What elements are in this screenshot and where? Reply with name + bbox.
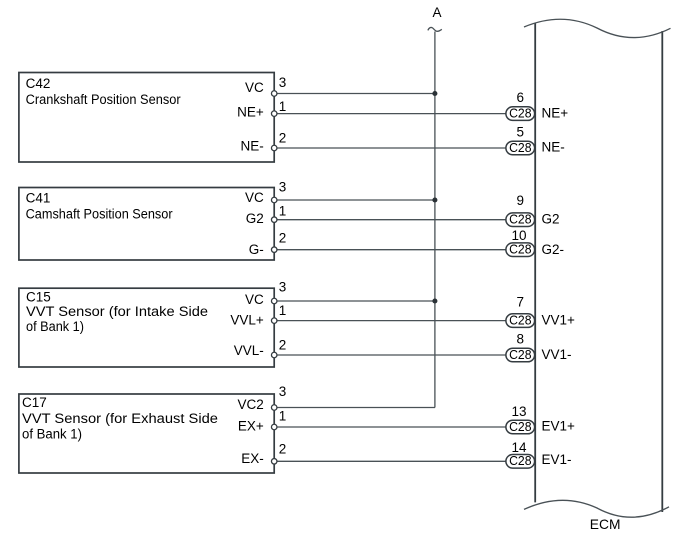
- svg-text:9: 9: [517, 193, 525, 208]
- svg-text:2: 2: [279, 442, 287, 457]
- svg-text:C28: C28: [509, 242, 531, 257]
- svg-text:NE+: NE+: [237, 105, 264, 120]
- svg-text:NE-: NE-: [241, 139, 264, 154]
- svg-text:G2: G2: [542, 212, 560, 227]
- svg-text:C41: C41: [26, 191, 51, 206]
- svg-text:VC2: VC2: [238, 397, 264, 412]
- svg-text:14: 14: [512, 440, 528, 455]
- svg-text:C15: C15: [26, 290, 51, 305]
- svg-text:VC: VC: [245, 190, 264, 205]
- svg-text:VV1-: VV1-: [542, 347, 572, 362]
- svg-text:C28: C28: [509, 347, 531, 362]
- svg-text:C17: C17: [22, 395, 47, 410]
- svg-text:C42: C42: [26, 76, 51, 91]
- svg-text:13: 13: [512, 404, 527, 419]
- svg-text:EX+: EX+: [238, 419, 264, 434]
- svg-text:2: 2: [279, 131, 287, 146]
- svg-text:NE-: NE-: [542, 140, 565, 155]
- svg-text:1: 1: [279, 409, 287, 424]
- svg-text:C28: C28: [509, 419, 531, 434]
- svg-text:C28: C28: [509, 212, 531, 227]
- svg-text:Camshaft Position Sensor: Camshaft Position Sensor: [26, 207, 173, 222]
- svg-text:G-: G-: [249, 242, 264, 257]
- svg-text:2: 2: [279, 231, 287, 246]
- svg-text:5: 5: [517, 125, 525, 140]
- svg-text:G2-: G2-: [542, 242, 565, 257]
- svg-text:Crankshaft Position Sensor: Crankshaft Position Sensor: [26, 92, 181, 107]
- svg-text:NE+: NE+: [542, 106, 569, 121]
- svg-text:EV1+: EV1+: [542, 419, 576, 434]
- svg-text:VVL+: VVL+: [230, 313, 264, 328]
- svg-text:7: 7: [517, 295, 525, 310]
- svg-text:VC: VC: [245, 292, 264, 307]
- svg-text:A: A: [433, 5, 442, 20]
- svg-text:of Bank 1): of Bank 1): [26, 319, 84, 334]
- svg-text:3: 3: [279, 179, 287, 194]
- svg-text:VVL-: VVL-: [234, 343, 264, 358]
- svg-text:2: 2: [279, 338, 287, 353]
- svg-text:VVT Sensor (for Exhaust Side: VVT Sensor (for Exhaust Side: [22, 411, 218, 426]
- svg-text:VV1+: VV1+: [542, 313, 576, 328]
- svg-text:10: 10: [512, 228, 527, 243]
- svg-text:EX-: EX-: [241, 451, 264, 466]
- svg-text:ECM: ECM: [590, 517, 621, 532]
- svg-text:VVT Sensor (for Intake Side: VVT Sensor (for Intake Side: [26, 304, 208, 319]
- svg-text:3: 3: [279, 75, 287, 90]
- svg-text:8: 8: [517, 332, 525, 347]
- svg-text:C28: C28: [509, 106, 531, 121]
- svg-text:VC: VC: [245, 80, 264, 95]
- svg-text:EV1-: EV1-: [542, 452, 572, 467]
- svg-text:1: 1: [279, 303, 287, 318]
- svg-text:6: 6: [517, 90, 525, 105]
- svg-text:C28: C28: [509, 453, 531, 468]
- svg-text:1: 1: [279, 99, 287, 114]
- svg-text:3: 3: [279, 384, 287, 399]
- svg-text:C28: C28: [509, 313, 531, 328]
- svg-text:G2: G2: [246, 211, 264, 226]
- svg-text:of Bank 1): of Bank 1): [22, 427, 82, 442]
- svg-text:1: 1: [279, 203, 287, 218]
- svg-text:3: 3: [279, 280, 287, 295]
- svg-text:C28: C28: [509, 140, 531, 155]
